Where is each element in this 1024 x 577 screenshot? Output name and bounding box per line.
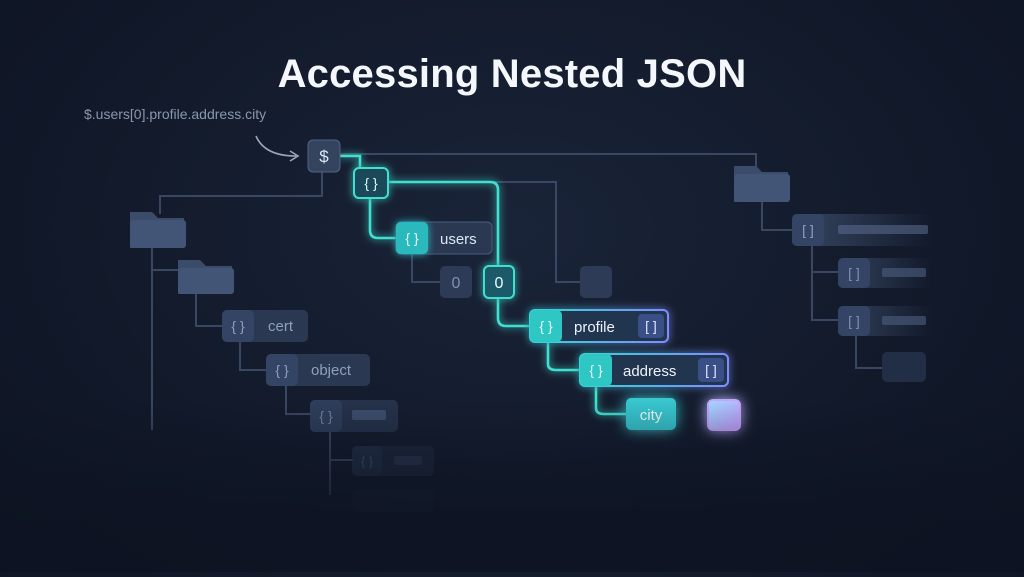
- right-array-node-3: [ ]: [838, 306, 932, 336]
- profile-array: [ ]: [645, 318, 657, 334]
- pointer-arrow: [255, 135, 300, 162]
- users-node[interactable]: { } users: [395, 221, 493, 255]
- index-node-dim: 0: [440, 266, 472, 298]
- address-node[interactable]: { } address [ ]: [579, 353, 729, 387]
- root-symbol: $: [319, 147, 329, 166]
- object-brace: { }: [275, 362, 289, 378]
- right-array-2: [ ]: [848, 265, 860, 281]
- root-node[interactable]: $: [307, 139, 341, 173]
- city-node[interactable]: city: [626, 398, 676, 430]
- profile-label: profile: [574, 319, 615, 336]
- folder-icon: [734, 166, 790, 202]
- cert-brace: { }: [231, 318, 245, 334]
- cert-label: cert: [268, 318, 294, 335]
- root-object-brace: { }: [364, 175, 378, 191]
- object-label: object: [311, 362, 352, 379]
- profile-brace: { }: [539, 318, 553, 334]
- dim-placeholder-node: [580, 266, 612, 298]
- right-array-1: [ ]: [802, 222, 814, 238]
- city-label: city: [640, 407, 663, 424]
- right-array-3: [ ]: [848, 313, 860, 329]
- index-node-active[interactable]: 0: [483, 265, 515, 299]
- root-object-node[interactable]: { }: [353, 167, 389, 199]
- page-title: Accessing Nested JSON: [277, 52, 747, 96]
- address-array: [ ]: [705, 362, 717, 378]
- users-brace: { }: [405, 230, 419, 246]
- folder-icon: [178, 260, 234, 294]
- deep-node-1: { }: [310, 400, 398, 432]
- users-label: users: [440, 231, 477, 248]
- right-array-node-2: [ ]: [838, 258, 932, 288]
- profile-node[interactable]: { } profile [ ]: [529, 309, 669, 343]
- address-label: address: [623, 363, 676, 380]
- cert-node: { } cert: [222, 310, 308, 342]
- deep-node-2: { }: [352, 446, 434, 476]
- object-node: { } object: [266, 354, 370, 386]
- index-active-label: 0: [495, 275, 504, 292]
- folder-icon: [130, 212, 186, 248]
- deep-brace-1: { }: [319, 408, 333, 424]
- city-value-node[interactable]: [707, 399, 741, 431]
- address-brace: { }: [589, 362, 603, 378]
- index-dim-label: 0: [452, 275, 461, 292]
- right-array-node-1: [ ]: [792, 214, 932, 246]
- deep-brace-2: { }: [361, 454, 374, 469]
- json-path-expression: $.users[0].profile.address.city: [84, 106, 267, 122]
